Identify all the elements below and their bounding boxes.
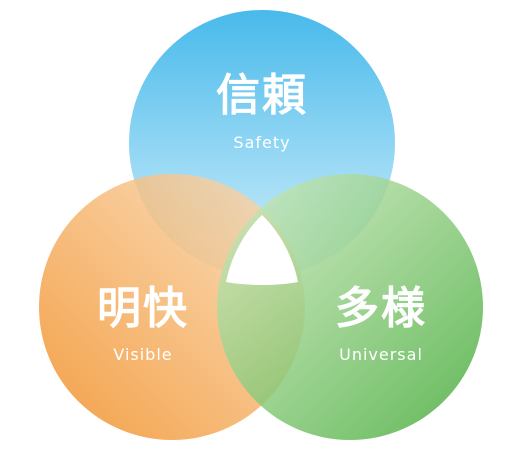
label-title-universal: 多様: [335, 283, 427, 334]
label-title-visible: 明快: [97, 283, 189, 334]
label-subtitle-safety: Safety: [233, 133, 290, 152]
label-subtitle-visible: Visible: [113, 345, 172, 364]
circle-universal: [217, 174, 483, 440]
label-title-safety: 信頼: [216, 70, 308, 121]
label-subtitle-universal: Universal: [339, 345, 423, 364]
center-region: [226, 215, 298, 285]
